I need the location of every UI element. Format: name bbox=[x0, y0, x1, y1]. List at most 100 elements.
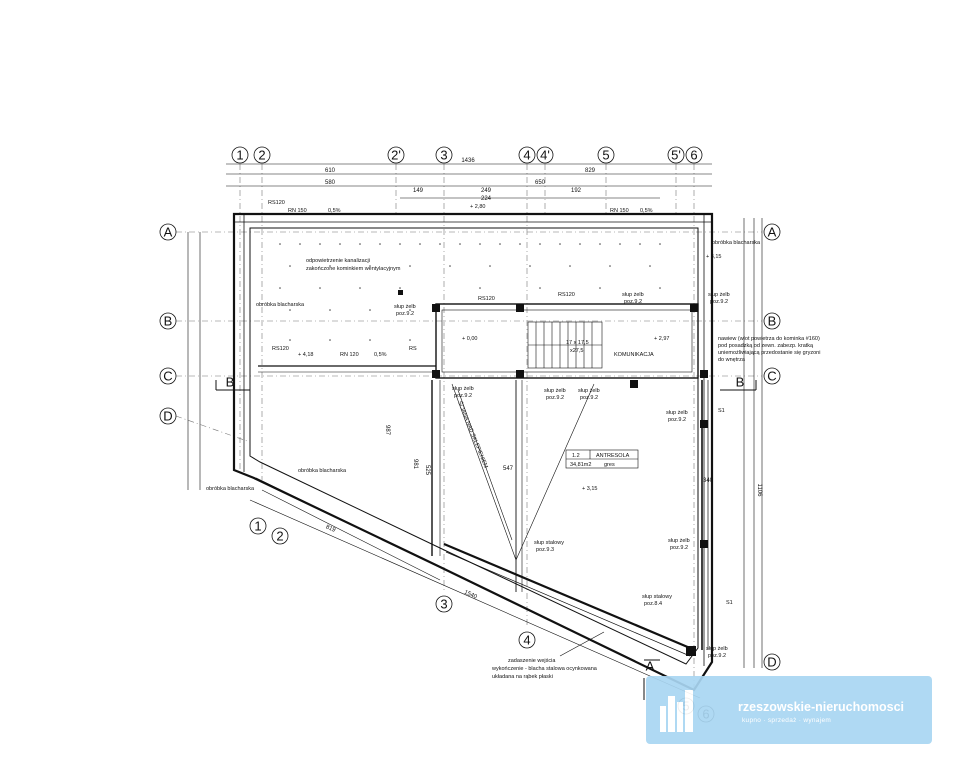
grid-label-top-4prime: 4' bbox=[540, 148, 550, 163]
elevation-315: + 3,15 bbox=[582, 486, 597, 492]
label-odpowietrzenie: odpowietrzenie kanalizacji bbox=[306, 258, 370, 264]
interior-walls bbox=[249, 303, 709, 699]
grid-label-left-B: B bbox=[164, 314, 173, 329]
dim-987: 987 bbox=[384, 425, 390, 436]
grid-label-right-D: D bbox=[767, 655, 776, 670]
grid-label-top-5prime: 5' bbox=[671, 148, 681, 163]
label-diag-note: ŚCIANA NAD SKLEPIENIEM bbox=[456, 400, 490, 470]
label-slup-8: słup żelb bbox=[668, 538, 690, 544]
roof-pattern bbox=[279, 243, 661, 341]
grid-label-left-A: A bbox=[164, 225, 173, 240]
label-nawiew-1: nawiew (wlot powietrza do kominka #160) bbox=[718, 336, 820, 342]
grid-label-bottom-4: 4 bbox=[523, 633, 530, 648]
label-schody: 17 x 17,5 bbox=[566, 340, 589, 346]
dim-1540: 1540 bbox=[463, 590, 478, 601]
elevation-000: + 0,00 bbox=[462, 336, 477, 342]
elevation-315b: + 3,15 bbox=[706, 254, 721, 260]
city-logo-icon bbox=[660, 690, 693, 732]
grid-label-top-6: 6 bbox=[690, 148, 697, 163]
section-markers bbox=[215, 380, 757, 700]
label-obrobka-mid: obróbka blacharska bbox=[298, 468, 347, 474]
dim-overall: 1436 bbox=[461, 158, 475, 164]
dim-829: 829 bbox=[585, 168, 596, 174]
label-poz92-6: poz.9.2 bbox=[580, 395, 598, 401]
label-slope-mid: 0,5% bbox=[374, 352, 387, 358]
dim-547: 547 bbox=[503, 466, 514, 472]
dim-149: 149 bbox=[413, 188, 424, 194]
label-slup-7: słup żelb bbox=[666, 410, 688, 416]
grid-label-top-1: 1 bbox=[236, 148, 243, 163]
label-slup-1: słup żelb bbox=[622, 292, 644, 298]
grid-bubbles-top bbox=[231, 146, 703, 164]
dim-340: 340 bbox=[703, 478, 714, 484]
dim-525: 525 bbox=[424, 465, 430, 476]
label-rs120-c: RS120 bbox=[558, 292, 575, 298]
section-mark-left: B bbox=[226, 375, 235, 390]
label-rn120: RN 120 bbox=[340, 352, 359, 358]
grid-label-left-D: D bbox=[163, 409, 172, 424]
label-s1-b: S1 bbox=[726, 600, 733, 606]
columns bbox=[398, 290, 708, 656]
dim-610: 610 bbox=[325, 168, 336, 174]
grid-label-top-4: 4 bbox=[523, 148, 530, 163]
grid-label-top-2prime: 2' bbox=[391, 148, 401, 163]
label-obrobka-right: obróbka blacharska bbox=[712, 240, 761, 246]
label-nawiew-4: do wnętrza bbox=[718, 357, 746, 363]
canopy-note-1: zadaszenie wejścia bbox=[508, 658, 556, 664]
label-slup-6: słup żelb bbox=[578, 388, 600, 394]
label-slope-left: 0,5% bbox=[328, 208, 341, 214]
label-slup-3: słup żelb bbox=[394, 304, 416, 310]
label-poz92-2: poz.9.2 bbox=[710, 299, 728, 305]
dim-819: 819 bbox=[325, 524, 337, 534]
canopy-note-2: wykończenie - blacha stalowa ocynkowana bbox=[491, 666, 598, 672]
watermark: rzeszowskie-nieruchomosci kupno · sprzed… bbox=[646, 676, 932, 744]
label-zakonczone: zakończone kominkiem wentylacyjnym bbox=[306, 266, 401, 272]
grid-label-left-C: C bbox=[163, 369, 172, 384]
grid-bubbles-left bbox=[159, 223, 177, 425]
watermark-title: rzeszowskie-nieruchomosci bbox=[738, 700, 905, 714]
dim-981: 981 bbox=[412, 459, 418, 470]
slope-lines bbox=[451, 383, 595, 561]
room-floor: gres bbox=[604, 462, 615, 468]
label-rs120-b: RS120 bbox=[478, 296, 495, 302]
dim-249: 249 bbox=[481, 188, 492, 194]
building-outline bbox=[232, 212, 714, 692]
label-slup-stalowy-1: słup stalowy bbox=[534, 540, 564, 546]
dim-224: 224 bbox=[481, 196, 492, 202]
room-area: 34,81m2 bbox=[570, 462, 591, 468]
label-s1-a: S1 bbox=[718, 408, 725, 414]
label-rs-marker: RS bbox=[409, 346, 417, 352]
canopy-note-3: układana na rąbek płaski bbox=[492, 674, 553, 680]
label-slup-5: słup żelb bbox=[544, 388, 566, 394]
grid-label-right-B: B bbox=[768, 314, 777, 329]
grid-label-top-5: 5 bbox=[602, 148, 609, 163]
label-poz84: poz.8.4 bbox=[644, 601, 662, 607]
grid-label-bottom-1: 1 bbox=[254, 519, 261, 534]
grid-bubbles-right bbox=[763, 223, 781, 671]
label-slup-2: słup żelb bbox=[708, 292, 730, 298]
label-poz92-3: poz.9.2 bbox=[396, 311, 414, 317]
label-poz92-5: poz.9.2 bbox=[546, 395, 564, 401]
grid-label-bottom-3: 3 bbox=[440, 597, 447, 612]
dim-192: 192 bbox=[571, 188, 582, 194]
label-komunikacja: KOMUNIKACJA bbox=[614, 352, 654, 358]
label-poz92-7: poz.9.2 bbox=[668, 417, 686, 423]
watermark-subtitle: kupno · sprzedaż · wynajem bbox=[742, 717, 832, 724]
staircase bbox=[527, 321, 603, 369]
label-rn150-left: RN 150 bbox=[288, 208, 307, 214]
canopy-leader bbox=[559, 631, 605, 657]
label-rs120-mid: RS120 bbox=[272, 346, 289, 352]
section-mark-right: B bbox=[736, 375, 745, 390]
label-obrobka-left: obróbka blacharska bbox=[256, 302, 305, 308]
label-nawiew-2: pod posadzką od zewn. zabezp. kratką bbox=[718, 343, 814, 349]
label-slup-4: słup żelb bbox=[452, 386, 474, 392]
dim-650: 650 bbox=[535, 180, 546, 186]
section-mark-bottom: A bbox=[646, 659, 655, 674]
elevation-280: + 2,80 bbox=[470, 204, 485, 210]
label-poz92-8: poz.9.2 bbox=[670, 545, 688, 551]
label-rn150-right: RN 150 bbox=[610, 208, 629, 214]
label-rs120-top: RS120 bbox=[268, 200, 285, 206]
label-poz92-9: poz.9.2 bbox=[708, 653, 726, 659]
room-name: ANTRESOLA bbox=[596, 453, 630, 459]
